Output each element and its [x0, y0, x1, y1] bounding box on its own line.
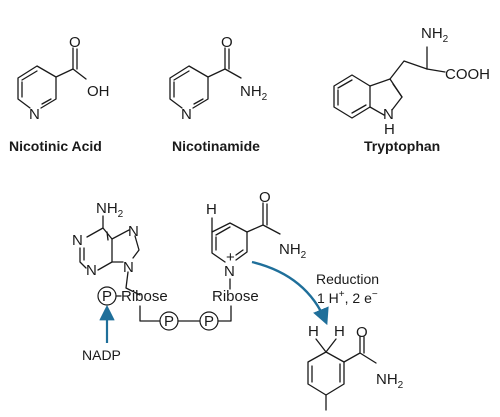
adenine-n7: N — [128, 223, 139, 240]
reduced-ring-amide: NH2 — [376, 371, 404, 391]
reduced-ring-h-left: H — [308, 323, 319, 340]
adenine-n1: N — [72, 232, 83, 249]
adenine-n3: N — [86, 262, 97, 279]
nicotinamide-structure: N O NH2 — [169, 34, 268, 123]
adenine-n9: N — [123, 259, 134, 276]
adenine-amine: NH2 — [96, 200, 124, 220]
tryptophan-amine: NH2 — [421, 25, 449, 45]
nicotinic-acid-ring-n: N — [29, 106, 40, 123]
reduction-detail: 1 H+, 2 e− — [317, 289, 378, 306]
nicotinic-acid-carbonyl-o: O — [69, 34, 81, 51]
tryptophan-carboxyl: COOH — [445, 66, 490, 83]
nicotinamide-ring-oxidized: H O NH2 + N — [206, 189, 307, 290]
phosphate-3-label: P — [204, 313, 214, 330]
nadp-label: NADP — [82, 347, 121, 363]
reduced-ring-h-right: H — [334, 323, 345, 340]
oxidized-ring-charge: + — [226, 249, 235, 266]
ribose-left: Ribose — [121, 288, 168, 305]
tryptophan-indole-h: H — [384, 121, 395, 138]
nicotinamide-ring-reduced: H H O NH2 — [307, 323, 404, 411]
adenine-structure: NH2 N N N N — [72, 200, 141, 296]
oxidized-ring-amide: NH2 — [279, 241, 307, 261]
tryptophan-indole-n: N — [383, 106, 394, 123]
nicotinamide-name: Nicotinamide — [172, 138, 260, 154]
nicotinamide-amide: NH2 — [240, 83, 268, 103]
reduction-title: Reduction — [316, 271, 379, 287]
nicotinamide-ring-n: N — [181, 106, 192, 123]
nicotinic-acid-structure: N O OH — [17, 34, 110, 123]
oxidized-ring-carbonyl-o: O — [259, 189, 271, 206]
phosphate-1-label: P — [102, 288, 112, 305]
nadp-backbone: P Ribose P P Ribose — [97, 286, 259, 331]
reduced-ring-carbonyl-o: O — [356, 324, 368, 341]
oxidized-ring-h: H — [206, 201, 217, 218]
reduction-arrow — [251, 260, 329, 326]
oxidized-ring-n: N — [224, 263, 235, 280]
nicotinic-acid-name: Nicotinic Acid — [9, 138, 102, 154]
ribose-right: Ribose — [212, 288, 259, 305]
phosphate-2-label: P — [164, 313, 174, 330]
nicotinamide-carbonyl-o: O — [221, 34, 233, 51]
tryptophan-structure: NH2 COOH N H — [333, 25, 490, 138]
tryptophan-name: Tryptophan — [364, 138, 440, 154]
nicotinic-acid-oh: OH — [87, 83, 110, 100]
